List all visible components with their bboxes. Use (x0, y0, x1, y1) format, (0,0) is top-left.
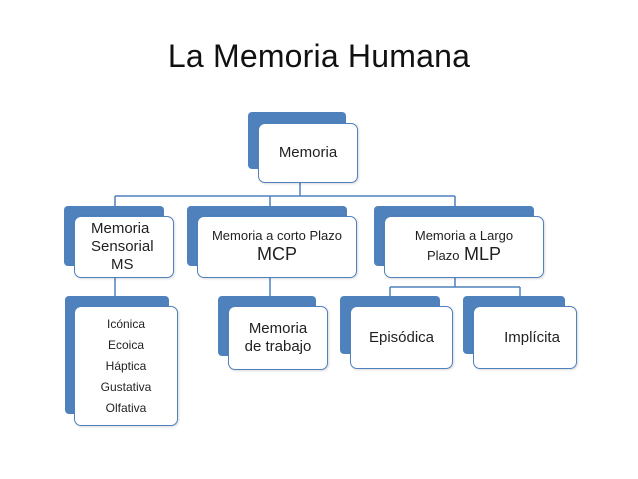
mcp-node-line1: Memoria a corto Plazo (211, 228, 343, 244)
trabajo-node-line1: Memoria (248, 320, 308, 337)
ms-node-line2: Sensorial (91, 238, 154, 255)
mlp-node-line1: Memoria a Largo (414, 228, 514, 244)
mcp-node-line2: MCP (257, 244, 297, 264)
episodica-node: Episódica (350, 306, 453, 369)
ms-type-item: Gustativa (100, 379, 152, 394)
ms-type-item: Icónica (106, 316, 146, 331)
ms-node-line1: Memoria (91, 220, 150, 237)
ms-type-item: Ecoica (107, 337, 145, 352)
mlp-node-line2b: MLP (463, 244, 501, 264)
episodica-node-label: Episódica (368, 328, 435, 346)
ms-type-item: Háptica (105, 358, 147, 373)
ms-node-line3: MS (111, 256, 134, 273)
trabajo-node: Memoria de trabajo (228, 306, 328, 370)
mcp-node: Memoria a corto Plazo MCP (197, 216, 357, 278)
implicita-node: Implícita (473, 306, 577, 369)
ms-node: Memoria Sensorial MS (74, 216, 174, 278)
mlp-node-line2a: Plazo (427, 248, 460, 263)
memoria-node-label: Memoria (278, 144, 338, 161)
memoria-node: Memoria (258, 123, 358, 183)
implicita-node-label: Implícita (504, 328, 560, 346)
mlp-node: Memoria a Largo Plazo MLP (384, 216, 544, 278)
ms-type-item: Olfativa (105, 400, 147, 415)
page-title: La Memoria Humana (167, 38, 471, 74)
trabajo-node-line2: de trabajo (244, 338, 312, 355)
